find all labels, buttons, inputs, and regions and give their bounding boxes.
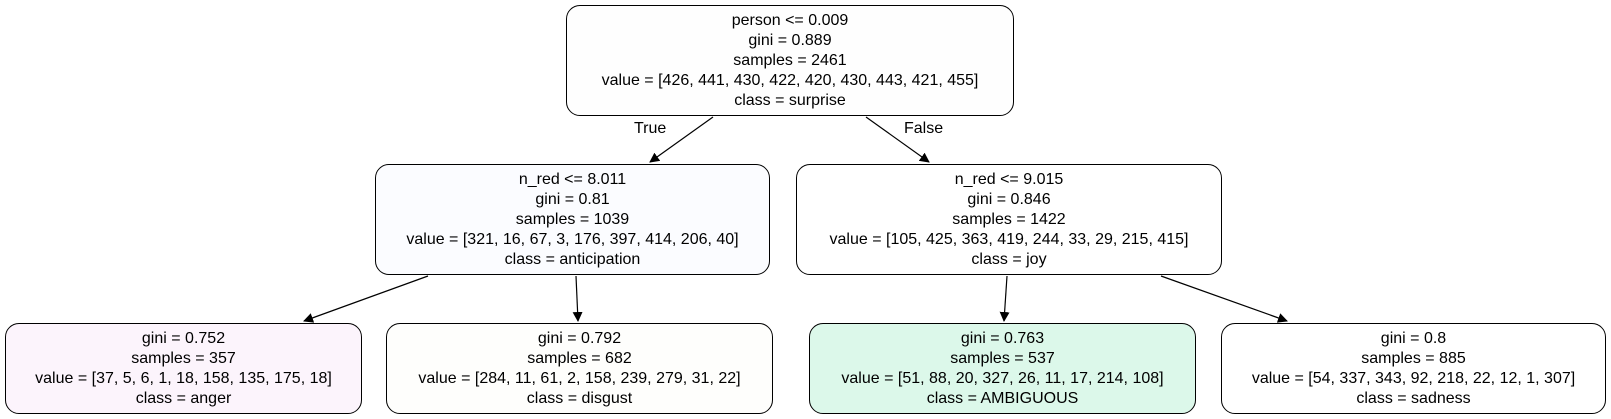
node-class: class = AMBIGUOUS <box>926 389 1079 407</box>
node-samples: samples = 682 <box>527 349 632 367</box>
node-value: value = [284, 11, 61, 2, 158, 239, 279, … <box>418 369 741 387</box>
edge-right-to-leaf-ambiguous <box>999 275 1010 322</box>
node-gini: gini = 0.889 <box>748 31 832 49</box>
edge-left-to-leaf-disgust <box>572 275 583 322</box>
edge-label-false: False <box>904 120 944 137</box>
node-split-condition: n_red <= 8.011 <box>518 170 627 188</box>
tree-node-left: n_red <= 8.011 gini = 0.81 samples = 103… <box>375 164 770 275</box>
node-value: value = [54, 337, 343, 92, 218, 22, 12, … <box>1251 369 1576 387</box>
tree-leaf-sadness: gini = 0.8 samples = 885 value = [54, 33… <box>1221 323 1606 414</box>
node-split-condition: person <= 0.009 <box>731 11 849 29</box>
tree-node-right: n_red <= 9.015 gini = 0.846 samples = 14… <box>796 164 1222 275</box>
node-class: class = anticipation <box>504 250 641 268</box>
tree-leaf-ambiguous: gini = 0.763 samples = 537 value = [51, … <box>809 323 1196 414</box>
node-gini: gini = 0.763 <box>960 329 1045 347</box>
node-gini: gini = 0.752 <box>141 329 226 347</box>
node-samples: samples = 1039 <box>515 210 630 228</box>
edge-right-to-leaf-sadness <box>1160 275 1288 323</box>
node-class: class = sadness <box>1356 389 1471 407</box>
node-class: class = disgust <box>526 389 633 407</box>
node-gini: gini = 0.846 <box>967 190 1051 208</box>
tree-node-root: person <= 0.009 gini = 0.889 samples = 2… <box>566 5 1014 116</box>
node-gini: gini = 0.792 <box>537 329 622 347</box>
tree-leaf-anger: gini = 0.752 samples = 357 value = [37, … <box>5 323 362 414</box>
edge-left-to-leaf-anger <box>303 275 429 323</box>
edge-label-true: True <box>634 120 667 137</box>
node-split-condition: n_red <= 9.015 <box>954 170 1064 188</box>
node-class: class = anger <box>135 389 232 407</box>
node-value: value = [321, 16, 67, 3, 176, 397, 414, … <box>406 230 739 248</box>
node-class: class = surprise <box>734 91 846 109</box>
node-samples: samples = 1422 <box>952 210 1066 228</box>
node-samples: samples = 2461 <box>733 51 847 69</box>
node-samples: samples = 537 <box>950 349 1055 367</box>
node-samples: samples = 357 <box>131 349 236 367</box>
tree-leaf-disgust: gini = 0.792 samples = 682 value = [284,… <box>386 323 773 414</box>
node-samples: samples = 885 <box>1361 349 1466 367</box>
node-value: value = [37, 5, 6, 1, 18, 158, 135, 175,… <box>35 369 332 387</box>
node-value: value = [426, 441, 430, 422, 420, 430, 4… <box>601 71 979 89</box>
node-gini: gini = 0.81 <box>535 190 610 208</box>
node-gini: gini = 0.8 <box>1380 329 1447 347</box>
node-class: class = joy <box>971 250 1047 268</box>
edge-root-to-left <box>649 116 714 163</box>
node-value: value = [51, 88, 20, 327, 26, 11, 17, 21… <box>841 369 1164 387</box>
node-value: value = [105, 425, 363, 419, 244, 33, 29… <box>829 230 1189 248</box>
edge-root-to-right <box>865 116 930 163</box>
